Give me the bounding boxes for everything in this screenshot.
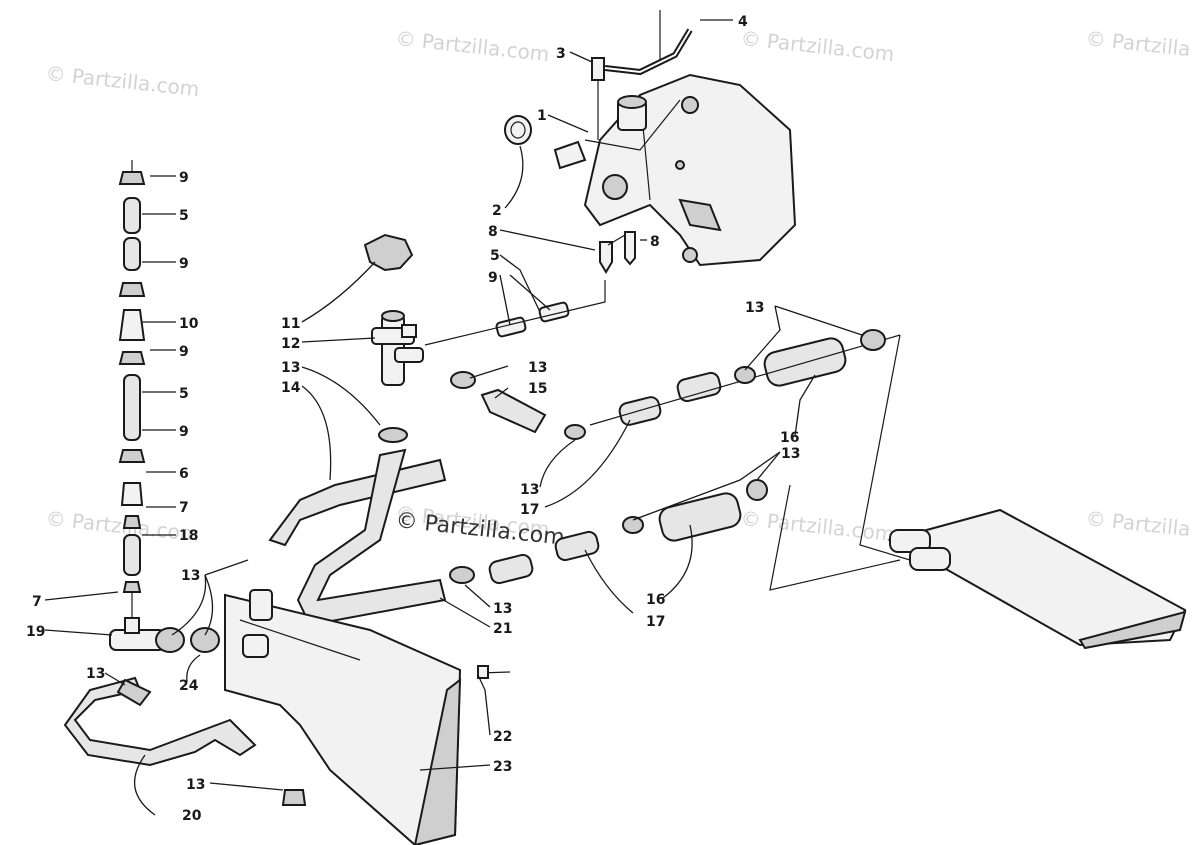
callout-13: 13 — [181, 568, 200, 584]
hose-clamp — [860, 329, 886, 351]
leader-lines — [44, 19, 863, 816]
callout-20: 20 — [182, 808, 202, 824]
right-heat-exchanger — [887, 508, 1187, 650]
callout-13: 13 — [493, 601, 512, 617]
hose-clamp — [449, 566, 475, 584]
callout-13: 13 — [281, 360, 300, 376]
hose-clamp — [622, 516, 644, 534]
callout-19: 19 — [26, 624, 45, 640]
callout-9: 9 — [179, 344, 189, 360]
callout-23: 23 — [493, 759, 512, 775]
callout-13: 13 — [745, 300, 764, 316]
callout-5: 5 — [179, 208, 189, 224]
callout-13: 13 — [528, 360, 547, 376]
fitting-8 — [599, 231, 636, 274]
callout-16: 16 — [646, 592, 665, 608]
reservoir-tank — [583, 73, 797, 267]
callout-7: 7 — [32, 594, 42, 610]
callout-4: 4 — [738, 14, 748, 30]
watermark: © Partzilla.com — [739, 506, 895, 546]
lower-hose-line — [488, 492, 742, 585]
watermark: © Partzilla.com — [739, 26, 895, 66]
callout-13: 13 — [781, 446, 800, 462]
callout-3: 3 — [556, 46, 566, 62]
callout-10: 10 — [179, 316, 199, 332]
callout-15: 15 — [528, 381, 547, 397]
hose-15 — [480, 388, 547, 434]
filler-neck — [371, 310, 424, 386]
callout-22: 22 — [493, 729, 512, 745]
callout-9: 9 — [488, 270, 498, 286]
callout-13: 13 — [520, 482, 539, 498]
connector-line — [769, 484, 901, 591]
hose-21 — [296, 448, 447, 627]
hose-clamp — [564, 424, 586, 440]
callout-6: 6 — [179, 466, 189, 482]
callout-13: 13 — [86, 666, 105, 682]
callout-18: 18 — [179, 528, 198, 544]
callout-2: 2 — [492, 203, 502, 219]
hose-clamp — [734, 366, 756, 384]
callout-13: 13 — [186, 777, 205, 793]
filler-cap — [363, 233, 414, 272]
hose-clamp — [155, 627, 185, 653]
callout-labels: 1 2 3 4 5 5 5 6 7 7 8 8 9 9 9 9 9 10 11 … — [26, 14, 800, 824]
watermark: © Partzilla.com — [44, 61, 200, 101]
connector-line — [859, 334, 911, 561]
hose-clamp — [190, 627, 220, 653]
callout-9: 9 — [179, 256, 189, 272]
watermark: © Partzilla.com — [394, 26, 550, 66]
callout-17: 17 — [646, 614, 665, 630]
upper-hose-line — [589, 334, 901, 426]
callout-11: 11 — [281, 316, 300, 332]
callout-5: 5 — [179, 386, 189, 402]
hose-clamp — [378, 427, 408, 443]
callout-9: 9 — [179, 424, 189, 440]
hose-14 — [268, 458, 447, 547]
callout-8: 8 — [650, 234, 660, 250]
callout-12: 12 — [281, 336, 300, 352]
callout-9: 9 — [179, 170, 189, 186]
lower-hose — [63, 676, 257, 767]
reservoir-cap — [504, 115, 587, 170]
left-heat-exchanger — [224, 589, 462, 845]
watermark: © Partzilla — [1084, 506, 1191, 541]
callout-14: 14 — [281, 380, 301, 396]
hose-clamp — [746, 479, 768, 501]
callout-5: 5 — [490, 248, 500, 264]
vent-fitting — [591, 57, 605, 140]
hose-clamp — [450, 371, 476, 389]
callout-7: 7 — [179, 500, 189, 516]
callout-24: 24 — [179, 678, 199, 694]
watermark: © Partzilla — [1084, 26, 1191, 61]
callout-1: 1 — [537, 108, 547, 124]
callout-21: 21 — [493, 621, 512, 637]
callout-16: 16 — [780, 430, 799, 446]
callout-17: 17 — [520, 502, 539, 518]
callout-8: 8 — [488, 224, 498, 240]
watermark: © Partzilla.com — [44, 506, 200, 546]
left-hose-stack — [118, 160, 146, 625]
